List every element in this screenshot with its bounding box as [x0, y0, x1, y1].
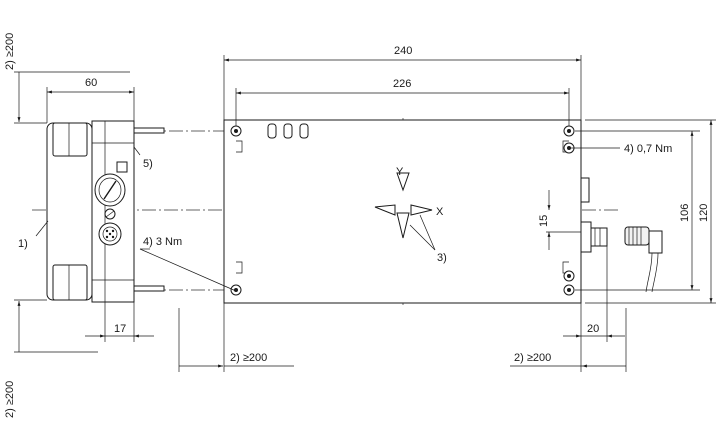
cable-plug — [624, 226, 663, 293]
rotary-switch — [94, 173, 126, 207]
callout-3: 3) — [437, 252, 447, 264]
dim-offset-15: 15 — [538, 215, 550, 227]
small-screw-icon — [104, 208, 116, 220]
callout-1: 1) — [18, 238, 28, 250]
callout-3nm-leader — [139, 248, 237, 292]
y-axis-label: Y — [396, 166, 404, 178]
mounting-pins — [133, 127, 165, 292]
clearance-bottom-right: 2) ≥200 — [514, 352, 551, 364]
dim-hole-spacing-height: 106 — [679, 204, 691, 222]
callout-torque-small: 4) 0,7 Nm — [624, 143, 672, 155]
callout-5-leader — [133, 146, 141, 156]
callout-torque-large: 4) 3 Nm — [143, 236, 182, 248]
side-connector — [580, 177, 608, 253]
clearance-bottom-left: 2) ≥200 — [4, 381, 16, 418]
callout-1-leader — [35, 220, 49, 237]
front-housing — [46, 120, 135, 303]
dim-overall-length: 240 — [394, 45, 412, 57]
callout-5: 5) — [143, 158, 153, 170]
dim-overall-height: 120 — [698, 204, 710, 222]
dim-offset-20: 20 — [587, 323, 599, 335]
connector-socket — [98, 222, 122, 246]
dim-front-width: 60 — [85, 77, 97, 89]
xy-axis-symbol — [374, 172, 436, 251]
dim-offset-17: 17 — [114, 323, 126, 335]
main-body — [223, 119, 582, 304]
mounting-holes — [230, 125, 575, 296]
clearance-bottom-mid: 2) ≥200 — [230, 352, 267, 364]
dim-hole-spacing-length: 226 — [393, 78, 411, 90]
x-axis-label: X — [436, 206, 444, 218]
clearance-top-left: 2) ≥200 — [4, 33, 16, 70]
